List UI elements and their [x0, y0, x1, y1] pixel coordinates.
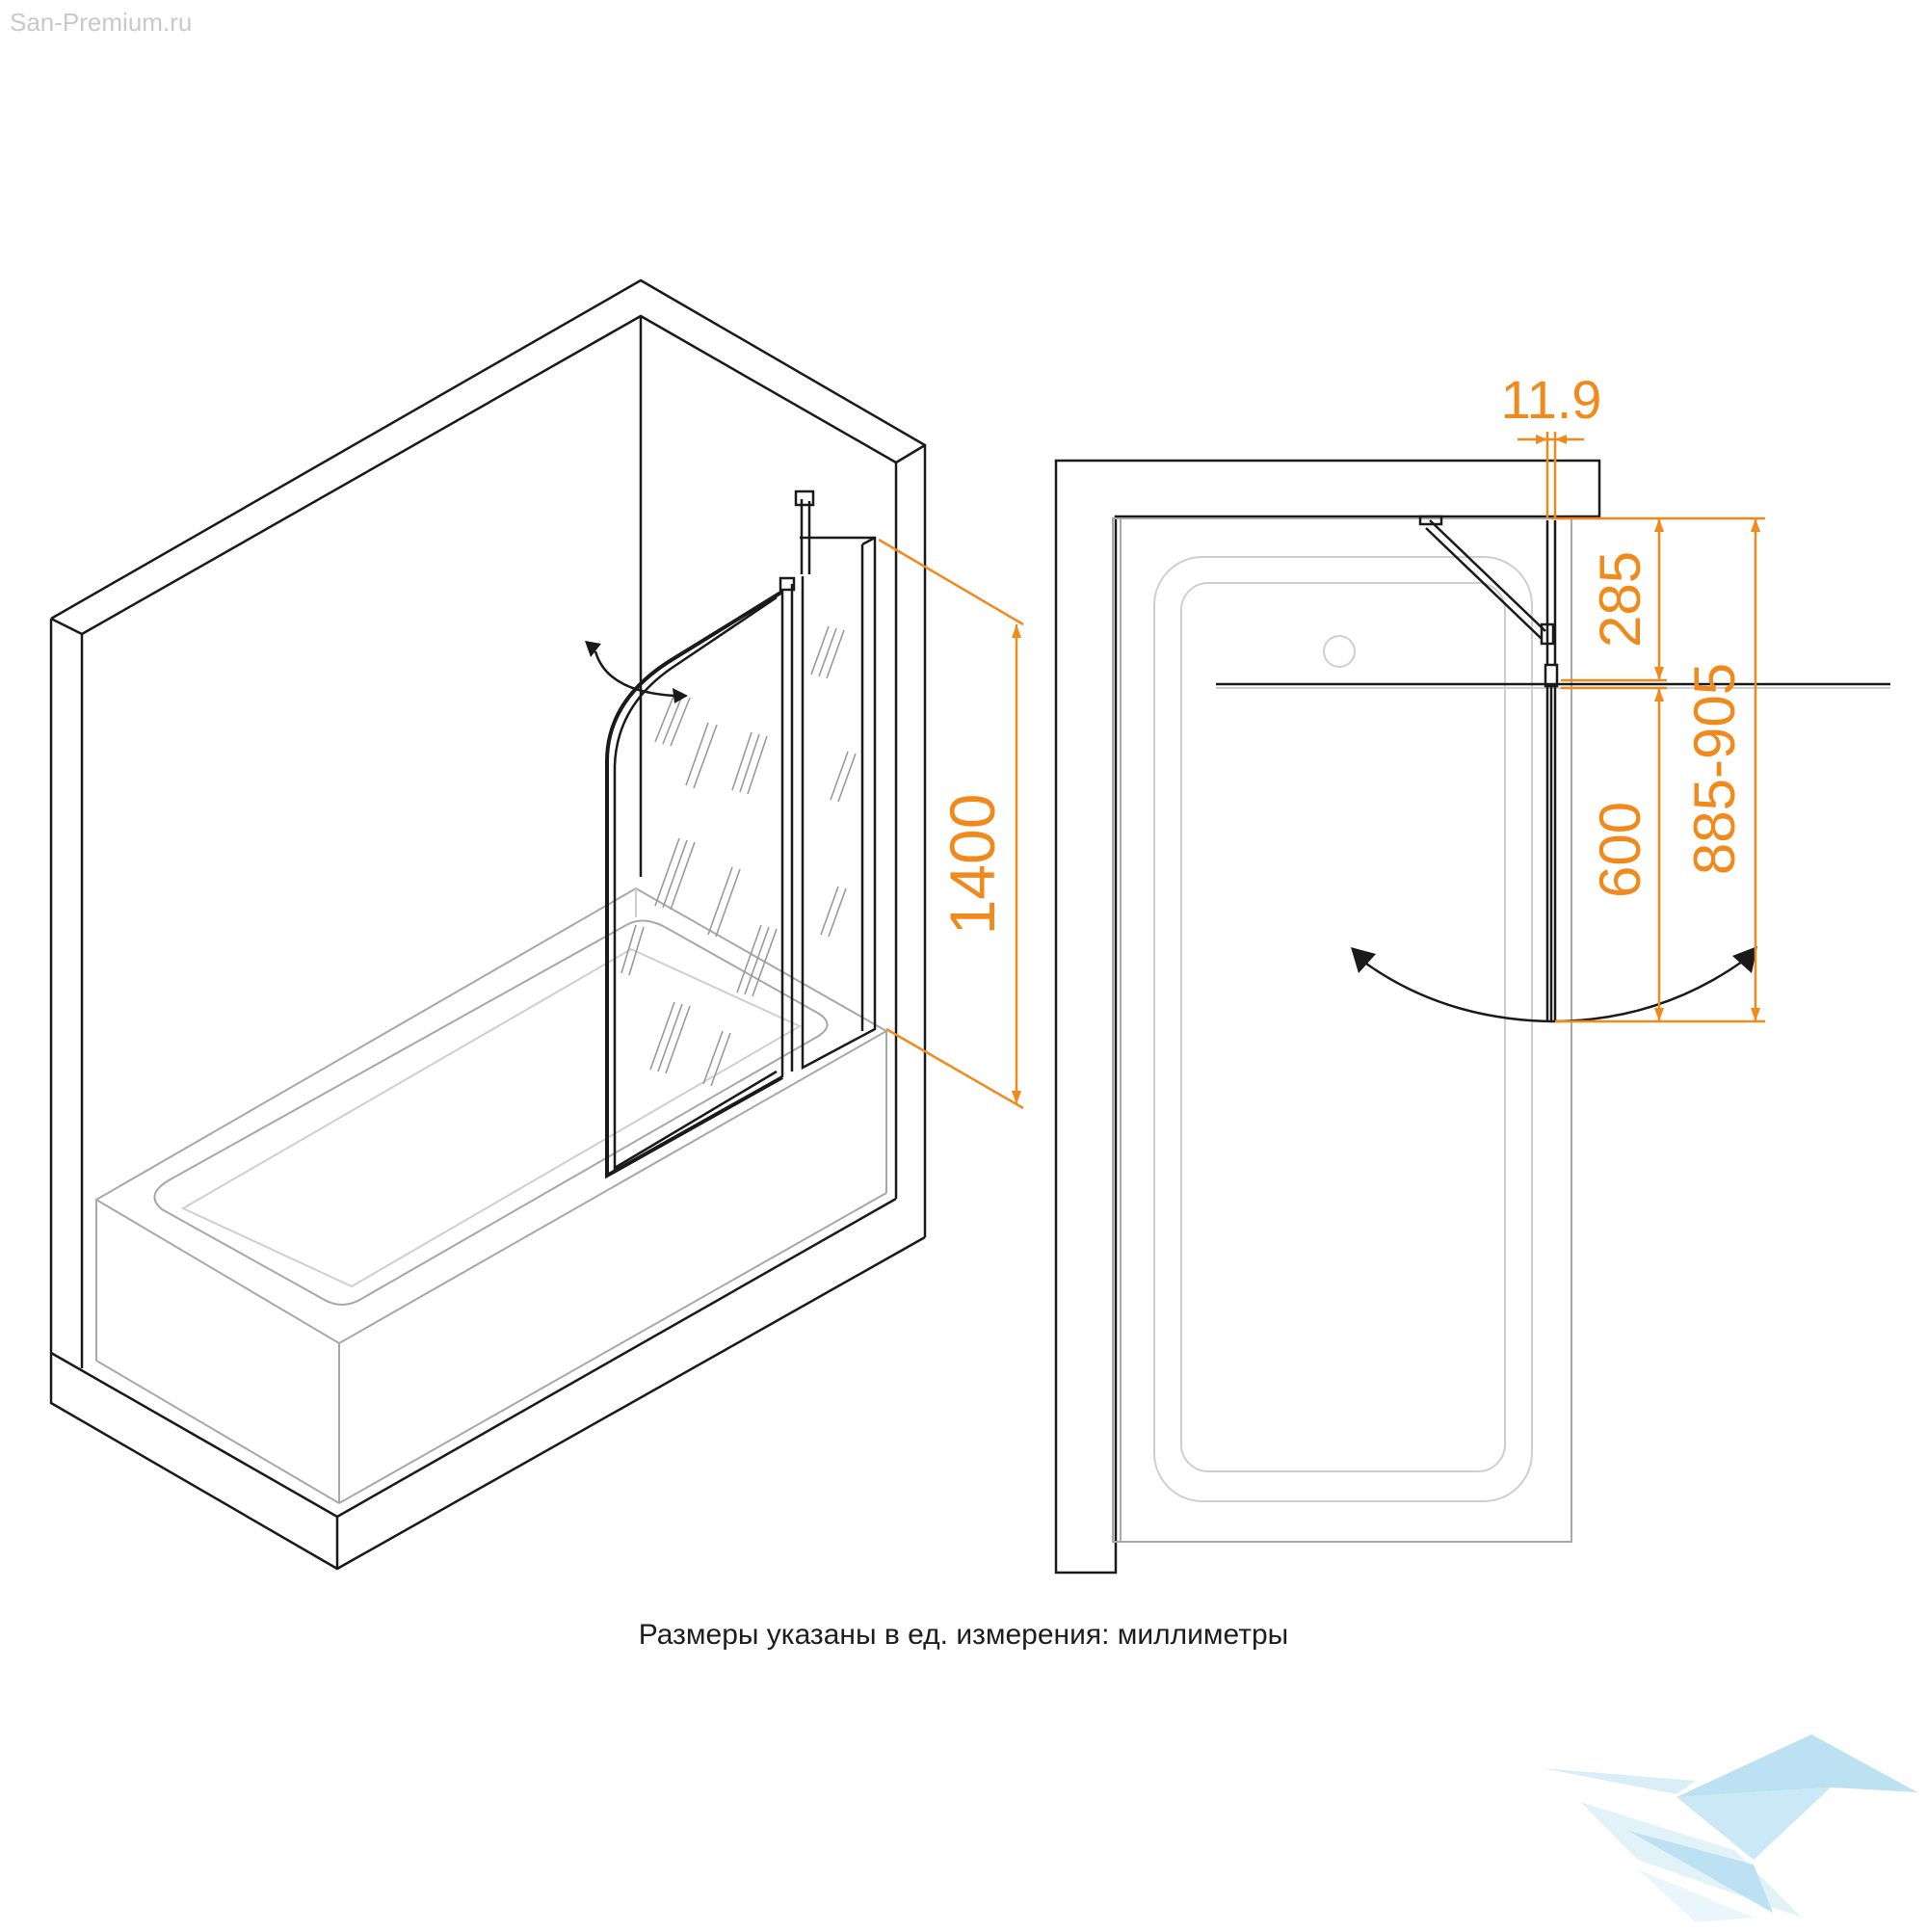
- brand-logo: [1542, 1734, 1917, 1922]
- dimension-top-offset: 285: [1551, 516, 1667, 682]
- dimension-total-width: 885-905: [1667, 516, 1765, 1023]
- floor-slab: [49, 1197, 926, 1571]
- bathtub-iso: [94, 887, 889, 1504]
- site-watermark: San-Premium.ru: [10, 8, 193, 37]
- glass-panel-plan: [1418, 515, 1559, 1021]
- shower-screen-iso: [585, 490, 877, 1179]
- dimension-thickness-label: 11.9: [1501, 369, 1602, 430]
- glass-hatching: [620, 625, 857, 1087]
- dimension-top-offset-label: 285: [1588, 551, 1652, 648]
- wall-plan: [1054, 459, 1601, 1575]
- dimension-total-width-label: 885-905: [1682, 663, 1747, 875]
- units-caption: Размеры указаны в ед. измерения: миллиме…: [638, 1619, 1289, 1651]
- plan-view: 11.9 285 600 885-905: [1054, 369, 1890, 1575]
- dimension-thickness: 11.9: [1501, 369, 1602, 518]
- swing-arrow: [1351, 946, 1757, 1023]
- dimension-height: 1400: [878, 538, 1024, 1110]
- isometric-view: 1400: [49, 278, 1024, 1571]
- dimension-panel-width: 600: [1555, 686, 1667, 1023]
- dimension-panel-width-label: 600: [1588, 802, 1652, 898]
- dimension-height-label: 1400: [937, 794, 1008, 936]
- wall-outline: [49, 278, 927, 1368]
- bathtub-plan: [1112, 517, 1572, 1543]
